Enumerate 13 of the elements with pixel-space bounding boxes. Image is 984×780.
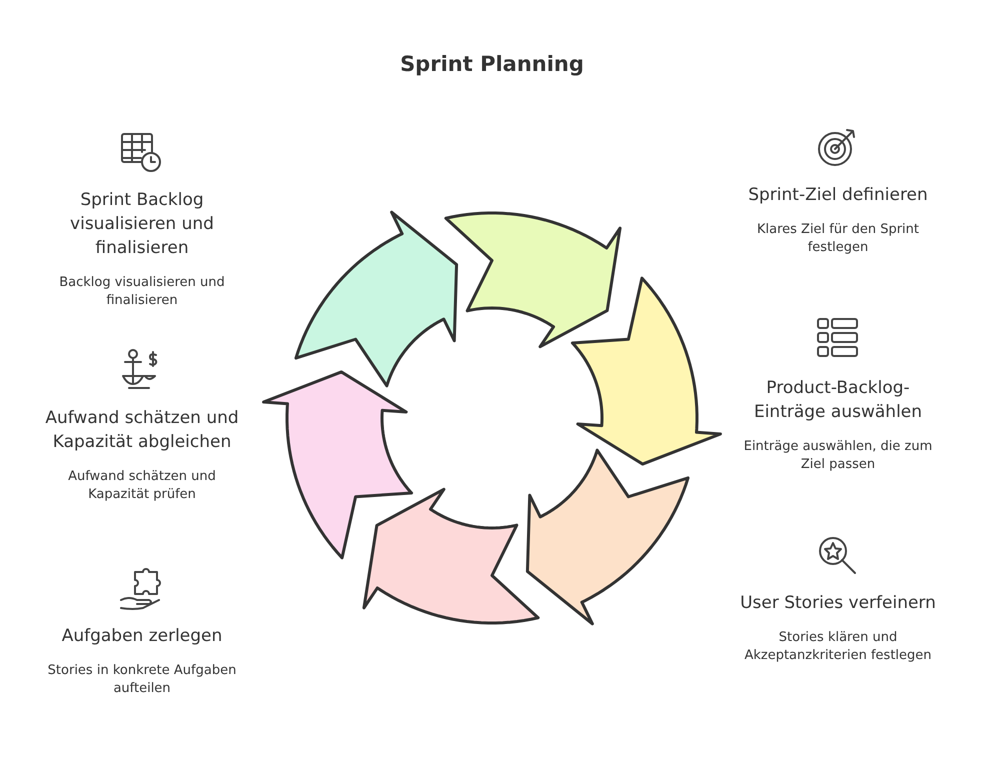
step-heading: Sprint Backlog visualisieren und finalisieren <box>69 189 215 260</box>
step-description: Klares Ziel für den Sprint festlegen <box>756 221 920 257</box>
step-heading: User Stories verfeinern <box>739 592 937 615</box>
step-heading: Sprint-Ziel definieren <box>747 184 929 207</box>
step-description: Stories klären und Akzeptanzkriterien festlegen <box>743 629 933 665</box>
step-description: Backlog visualisieren und finalisieren <box>58 274 226 310</box>
step-description: Aufwand schätzen und Kapazität prüfen <box>67 468 217 504</box>
step-heading: Product-Backlog-Einträge auswählen <box>752 377 924 424</box>
step-description: Stories in konkrete Aufgaben aufteilen <box>46 662 238 698</box>
step-heading: Aufwand schätzen und Kapazität abgleichen <box>44 407 240 454</box>
step-heading: Aufgaben zerlegen <box>60 625 224 648</box>
diagram-title: Sprint Planning <box>399 52 585 76</box>
step-description: Einträge auswählen, die zum Ziel passen <box>742 438 934 474</box>
